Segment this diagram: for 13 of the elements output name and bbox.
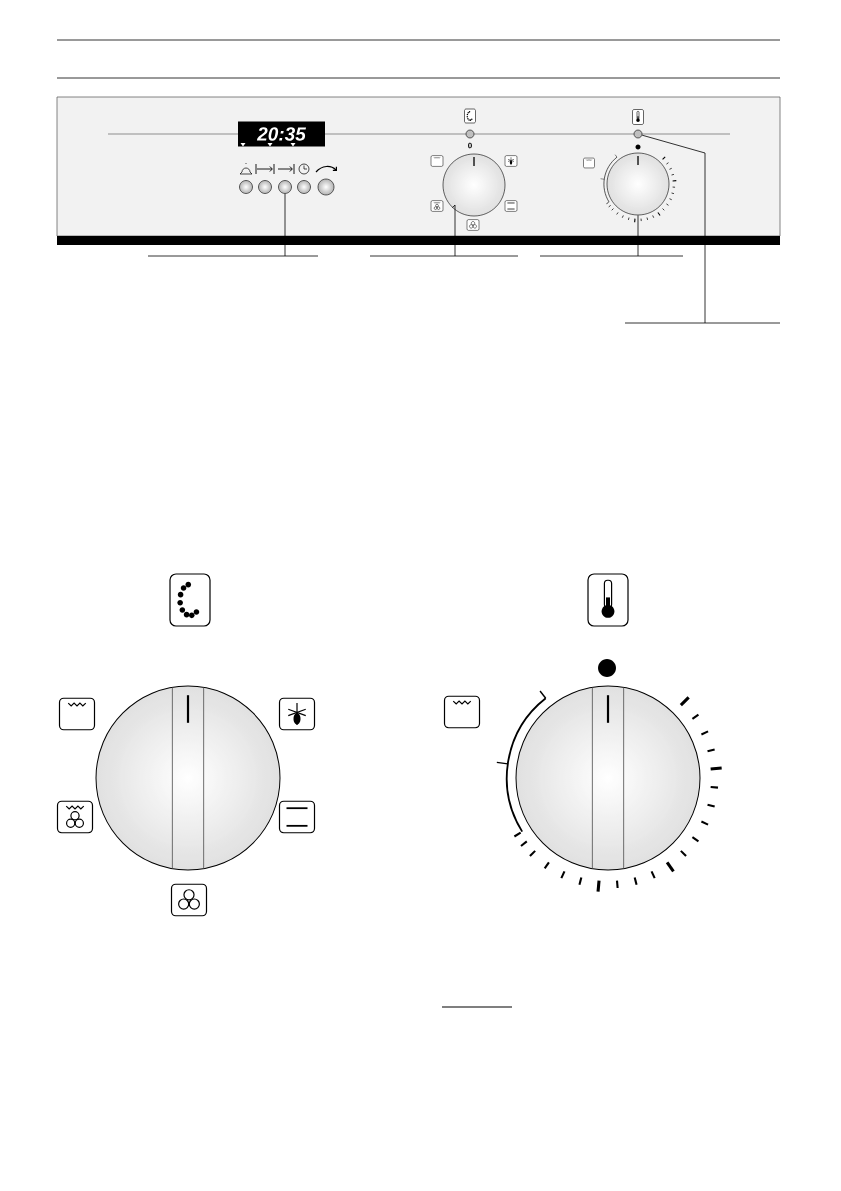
temperature-knob xyxy=(606,152,670,216)
leader-line xyxy=(637,214,639,257)
indicator-light xyxy=(633,129,643,139)
leader-line xyxy=(284,193,286,257)
push-button xyxy=(258,180,272,194)
push-button xyxy=(297,180,311,194)
clock-display: 20:35 xyxy=(238,121,325,147)
function-knob xyxy=(442,153,506,217)
leader-line xyxy=(452,204,456,257)
push-button xyxy=(278,180,292,194)
push-button xyxy=(239,180,253,194)
leader-line xyxy=(641,134,706,324)
push-button xyxy=(317,178,335,196)
